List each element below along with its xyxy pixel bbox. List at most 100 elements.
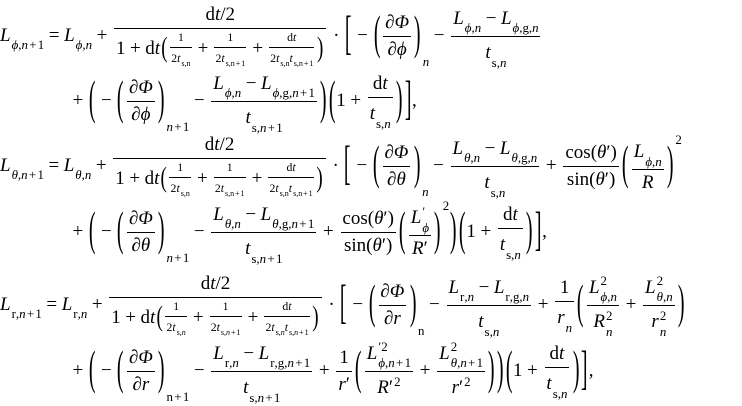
math-scripts: s,n: [181, 50, 190, 68]
math-symbol: ,: [15, 306, 20, 322]
math-scripted: ′2: [459, 374, 471, 404]
math-symbol: ′: [381, 234, 386, 256]
subscript: s,n+1: [252, 120, 283, 136]
math-delimiter: ]: [534, 204, 542, 258]
math-symbol: s: [484, 323, 490, 339]
superscript: [376, 100, 391, 116]
math-scripts: s,n+1: [225, 180, 245, 198]
math-symbol: d: [144, 168, 155, 190]
fraction-denominator: ∂r: [382, 308, 403, 330]
superscript: [76, 21, 92, 37]
math-symbol: Φ: [138, 207, 153, 229]
math-symbol: 1: [339, 346, 349, 368]
math-group: r,g: [270, 355, 284, 371]
math-delimiter: ): [395, 73, 403, 127]
math-scripts: r,n: [460, 273, 474, 304]
math-operator: +: [468, 354, 476, 370]
math-symbol: t: [276, 51, 280, 65]
math-delimiter: (: [373, 8, 381, 62]
math-scripted: L θ,n+1: [0, 151, 44, 183]
math-symbol: d: [145, 38, 155, 60]
subscript: s,n+1: [251, 251, 282, 267]
math-scripted: L ϕ,n: [453, 4, 481, 35]
math-symbol: ∂: [128, 76, 139, 98]
math-scripts: n+1: [167, 198, 190, 265]
math-scripts: n: [566, 304, 572, 335]
math-fraction: ∂Φ∂r: [127, 347, 155, 396]
math-scripts: ϕ,g,n+1: [273, 69, 315, 101]
math-operator: +: [545, 155, 557, 176]
math-symbol: ,: [254, 389, 258, 405]
fraction-bar: [367, 96, 393, 98]
superscript: [73, 290, 87, 306]
math-symbol: R: [412, 238, 424, 260]
math-delimiter: ): [434, 204, 441, 257]
subscript: s,n: [177, 328, 186, 337]
fraction-bar: [497, 227, 523, 229]
math-symbol: L: [61, 293, 73, 315]
math-symbol: n: [560, 385, 568, 401]
math-symbol: n: [84, 167, 92, 183]
math-symbol: n: [19, 306, 26, 322]
math-fraction: ∂Φ∂r: [378, 281, 407, 330]
math-symbol: s: [251, 250, 257, 266]
math-operator: −: [100, 360, 112, 381]
math-operator: +: [299, 328, 304, 338]
math-symbol: t: [284, 320, 289, 334]
math-symbol: t: [512, 203, 518, 225]
math-symbol: ,: [470, 149, 474, 165]
math-symbol: 1: [115, 168, 125, 190]
math-delimiter: [: [340, 277, 347, 331]
math-operator: +: [267, 119, 276, 135]
math-symbol: ,: [81, 167, 85, 183]
math-symbol: r: [270, 354, 275, 370]
math-group: n: [418, 323, 424, 339]
math-operator: +: [174, 388, 182, 404]
math-scripted: t s,n+1: [245, 235, 282, 265]
math-scripted: t s,n+1: [221, 180, 245, 198]
math-scripted: t s,n: [177, 50, 190, 68]
fraction-denominator: t s,n: [498, 231, 523, 261]
math-symbol: t: [382, 72, 388, 94]
math-scripted: r n: [557, 304, 572, 334]
math-symbol: L: [588, 276, 600, 298]
math-operator: +: [322, 221, 334, 242]
math-scripts: s,n: [491, 169, 506, 200]
math-symbol: 1: [37, 167, 44, 183]
math-symbol: θ: [374, 207, 384, 229]
fraction-denominator: t s,n+1: [243, 235, 284, 265]
math-group: g: [283, 85, 289, 101]
math-operator: +: [91, 294, 103, 315]
fraction-bar: [446, 304, 531, 306]
math-symbol: L: [260, 203, 272, 225]
fraction-numerator: ∂Φ: [383, 142, 411, 164]
math-scripted: t s,n+1: [289, 50, 313, 68]
math-symbol: 2: [214, 181, 221, 195]
superscript: [422, 132, 428, 148]
math-operator: +: [72, 360, 84, 381]
fraction-denominator: ∂θ: [385, 169, 408, 191]
math-operator: −: [100, 221, 112, 242]
math-symbol: ,: [77, 306, 81, 322]
math-symbol: n: [294, 328, 299, 338]
subscript: ϕ,n: [76, 37, 92, 53]
subscript: n: [660, 324, 666, 340]
subscript: [464, 390, 470, 406]
math-symbol: g: [281, 215, 289, 231]
math-scripts: s,n: [280, 180, 289, 198]
math-group: d: [286, 161, 292, 175]
math-symbol: L: [213, 342, 224, 364]
math-group: d: [145, 168, 155, 190]
math-scripted: L r,g,n: [494, 273, 529, 304]
